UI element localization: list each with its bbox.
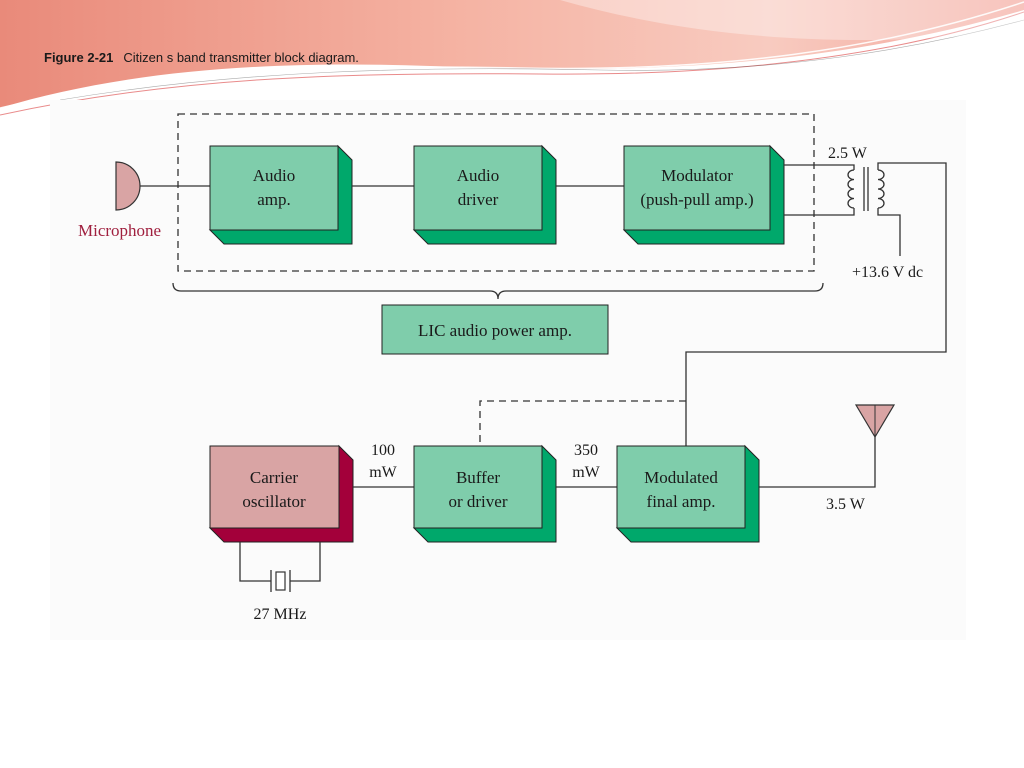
output-power-label: 3.5 W xyxy=(826,496,866,513)
wire-crystal-right xyxy=(290,542,321,582)
dashed-buffer-feed xyxy=(479,400,686,446)
lic-label: LIC audio power amp. xyxy=(418,321,572,340)
buffer-line1: Buffer xyxy=(456,468,500,487)
audio-amp-line1: Audio xyxy=(253,166,296,185)
figure-title: Citizen s band transmitter block diagram… xyxy=(123,50,359,65)
power-100-line1: 100 xyxy=(371,442,395,459)
crystal-frequency-label: 27 MHz xyxy=(254,606,307,623)
transformer-power-label: 2.5 W xyxy=(828,145,868,162)
final-amp-block: Modulated final amp. xyxy=(615,444,760,543)
audio-driver-line2: driver xyxy=(458,190,499,209)
wire-final-antenna xyxy=(759,437,876,488)
final-amp-line2: final amp. xyxy=(647,492,716,511)
audio-driver-line1: Audio xyxy=(457,166,500,185)
modulator-line2: (push-pull amp.) xyxy=(640,190,753,209)
audio-amp-block: Audio amp. xyxy=(208,144,353,245)
slide-banner xyxy=(0,0,1024,116)
lic-brace xyxy=(172,282,824,300)
modulator-line1: Modulator xyxy=(661,166,733,185)
transformer-icon xyxy=(847,167,885,211)
final-amp-line1: Modulated xyxy=(644,468,718,487)
wire-mod-primary-top xyxy=(784,164,855,170)
buffer-line2: or driver xyxy=(448,492,507,511)
wire-mod-primary-bottom xyxy=(784,208,855,216)
oscillator-line1: Carrier xyxy=(250,468,298,487)
lic-boundary xyxy=(177,113,815,272)
figure-number: Figure 2-21 xyxy=(44,50,114,65)
modulator-block: Modulator (push-pull amp.) xyxy=(622,144,785,245)
power-100-line2: mW xyxy=(369,464,397,481)
oscillator-line2: oscillator xyxy=(242,492,306,511)
audio-driver-block: Audio driver xyxy=(412,144,557,245)
buffer-block: Buffer or driver xyxy=(412,444,557,543)
supply-voltage-label: +13.6 V dc xyxy=(852,264,923,281)
wire-secondary-to-final xyxy=(685,162,947,446)
carrier-oscillator-block: Carrier oscillator xyxy=(208,444,354,543)
wire-crystal-left xyxy=(239,542,271,582)
audio-amp-line2: amp. xyxy=(257,190,291,209)
power-350-line2: mW xyxy=(572,464,600,481)
microphone-label: Microphone xyxy=(78,221,161,240)
wire-supply xyxy=(877,208,901,256)
crystal-icon xyxy=(270,570,291,592)
figure-caption: Figure 2-21 Citizen s band transmitter bl… xyxy=(44,50,359,65)
lic-label-box xyxy=(381,304,609,355)
power-350-line1: 350 xyxy=(574,442,598,459)
microphone-icon xyxy=(115,161,141,211)
